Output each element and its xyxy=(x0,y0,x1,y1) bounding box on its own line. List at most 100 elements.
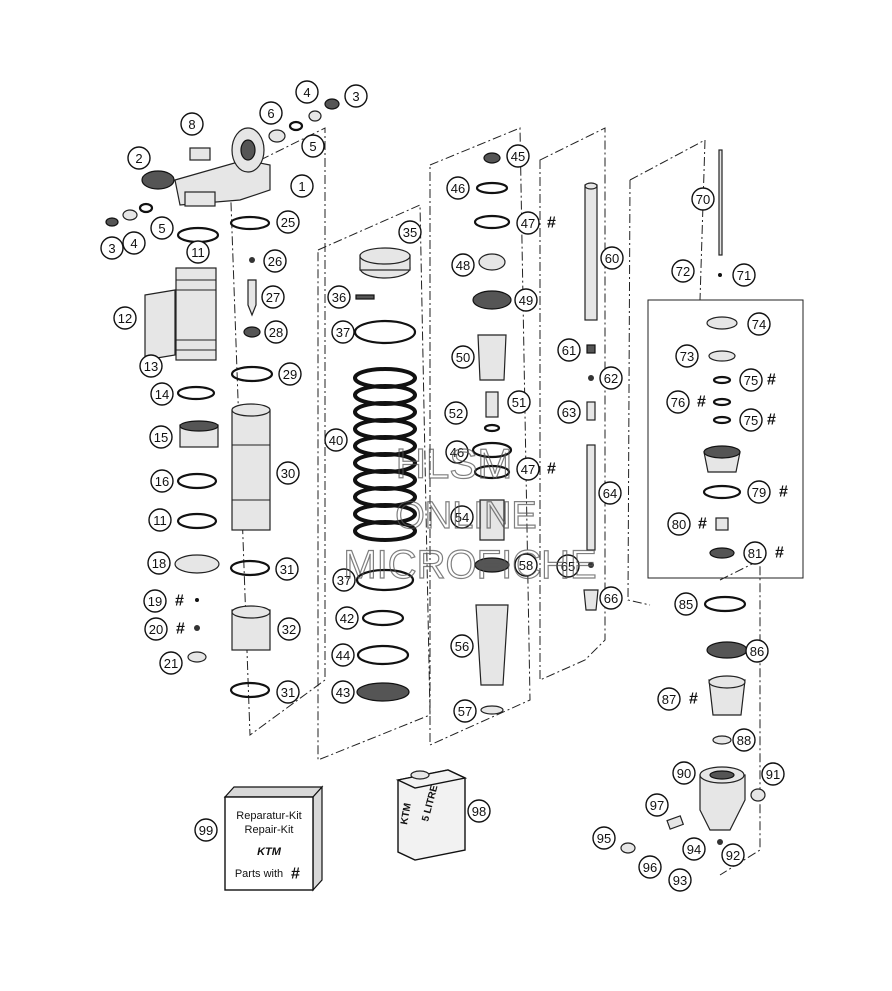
callout-circle xyxy=(301,134,325,158)
callout-circle xyxy=(507,390,531,414)
callout-circle xyxy=(516,457,540,481)
callout-11: 11 xyxy=(186,240,210,264)
callout-circle xyxy=(666,390,690,414)
callout-number: 2 xyxy=(135,151,142,166)
callout-52: 52 xyxy=(444,401,468,425)
callout-46: 46 xyxy=(445,440,469,464)
callout-99: 99 xyxy=(194,818,218,842)
callout-circle xyxy=(675,344,699,368)
callout-number: 57 xyxy=(458,704,472,719)
coil-spring xyxy=(353,367,417,542)
callout-number: 71 xyxy=(737,268,751,283)
callout-circle xyxy=(747,312,771,336)
callout-number: 42 xyxy=(340,611,354,626)
callout-number: 11 xyxy=(153,513,167,528)
callout-number: 91 xyxy=(766,767,780,782)
callout-number: 46 xyxy=(451,181,465,196)
callout-number: 49 xyxy=(519,293,533,308)
kit-label-line2: Repair-Kit xyxy=(245,824,294,836)
hash-mark: # xyxy=(698,516,707,533)
callout-number: 45 xyxy=(511,149,525,164)
callout-65: 65 xyxy=(556,554,580,578)
callout-6: 6 xyxy=(259,101,283,125)
callout-60: 60 xyxy=(600,246,624,270)
callout-92: 92 xyxy=(721,843,745,867)
callout-51: 51 xyxy=(507,390,531,414)
callout-15: 15 xyxy=(149,425,173,449)
callout-circle xyxy=(600,246,624,270)
callout-50: 50 xyxy=(451,345,475,369)
callout-42: 42 xyxy=(335,606,359,630)
callout-circle xyxy=(453,699,477,723)
hash-mark: # xyxy=(547,461,556,478)
callout-circle xyxy=(331,320,355,344)
callout-56: 56 xyxy=(450,634,474,658)
callout-circle xyxy=(599,586,623,610)
callout-circle xyxy=(264,320,288,344)
callout-1: 1 xyxy=(290,174,314,198)
callout-14: 14 xyxy=(150,382,174,406)
callout-number: 98 xyxy=(472,804,486,819)
callout-circle xyxy=(139,354,163,378)
callout-31: 31 xyxy=(276,680,300,704)
callout-number: 35 xyxy=(403,225,417,240)
callout-circle xyxy=(506,144,530,168)
callout-number: 43 xyxy=(336,685,350,700)
hash-mark: # xyxy=(779,484,788,501)
callout-28: 28 xyxy=(264,320,288,344)
callout-number: 80 xyxy=(672,517,686,532)
kit-brand: KTM xyxy=(257,846,282,858)
callout-circle xyxy=(592,826,616,850)
callout-number: 79 xyxy=(752,485,766,500)
callout-number: 4 xyxy=(130,236,137,251)
callout-circle xyxy=(327,285,351,309)
callout-27: 27 xyxy=(261,285,285,309)
part-callouts: 1233445568111112131415161819202125262728… xyxy=(100,80,785,892)
callout-number: 56 xyxy=(455,639,469,654)
callout-circle xyxy=(739,368,763,392)
callout-circle xyxy=(324,428,348,452)
callout-circle xyxy=(732,728,756,752)
callout-circle xyxy=(147,551,171,575)
callout-circle xyxy=(745,639,769,663)
callout-number: 31 xyxy=(281,685,295,700)
callout-number: 52 xyxy=(449,406,463,421)
callout-number: 25 xyxy=(281,215,295,230)
callout-number: 3 xyxy=(352,89,359,104)
callout-81: 81 xyxy=(743,541,767,565)
callout-70: 70 xyxy=(691,187,715,211)
callout-number: 28 xyxy=(269,325,283,340)
callout-29: 29 xyxy=(278,362,302,386)
callout-2: 2 xyxy=(127,146,151,170)
callout-number: 15 xyxy=(154,430,168,445)
callout-3: 3 xyxy=(100,236,124,260)
callout-circle xyxy=(148,508,172,532)
callout-number: 8 xyxy=(188,117,195,132)
callout-circle xyxy=(143,589,167,613)
callout-21: 21 xyxy=(159,651,183,675)
callout-76: 76 xyxy=(666,390,690,414)
callout-58: 58 xyxy=(514,553,538,577)
callout-number: 90 xyxy=(677,766,691,781)
callout-circle xyxy=(657,687,681,711)
callout-number: 5 xyxy=(309,139,316,154)
callout-number: 40 xyxy=(329,433,343,448)
callout-number: 11 xyxy=(191,245,205,260)
oil-can-side-label: KTM xyxy=(399,802,414,825)
callout-circle xyxy=(398,220,422,244)
callout-circle xyxy=(276,461,300,485)
callout-95: 95 xyxy=(592,826,616,850)
callout-circle xyxy=(557,338,581,362)
callout-circle xyxy=(113,306,137,330)
callout-circle xyxy=(276,210,300,234)
callout-circle xyxy=(599,366,623,390)
callout-number: 5 xyxy=(158,221,165,236)
callout-number: 99 xyxy=(199,823,213,838)
callout-circle xyxy=(332,568,356,592)
callout-circle xyxy=(451,345,475,369)
callout-number: 50 xyxy=(456,350,470,365)
callout-circle xyxy=(450,634,474,658)
subassembly-box-72 xyxy=(647,299,804,579)
callout-75: 75 xyxy=(739,408,763,432)
callout-circle xyxy=(747,480,771,504)
